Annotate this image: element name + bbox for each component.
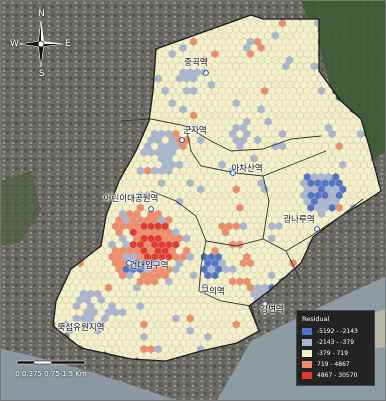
legend-item: -2143 - -379 xyxy=(302,337,369,348)
hex-cell xyxy=(161,357,170,361)
legend: Residual -5192 - -2143 -2143 - -379 -379… xyxy=(296,310,375,386)
legend-swatch xyxy=(302,361,312,368)
station-marker-icon xyxy=(203,70,209,76)
compass-icon xyxy=(18,20,64,68)
neighborhood-boundaries xyxy=(120,118,364,332)
scale-bar-label: 0 0.375 0.75 1.5 Km xyxy=(15,370,87,378)
station-marker-icon xyxy=(148,206,154,212)
station-markers xyxy=(126,70,320,307)
legend-swatch xyxy=(302,328,312,335)
compass-south-label: S xyxy=(39,69,45,79)
station-label-ttukseom-park: 뚝섬유원지역 xyxy=(57,322,105,333)
scale-bar: 0 0.375 0.75 1.5 Km xyxy=(15,358,87,378)
legend-title: Residual xyxy=(302,315,330,323)
scale-bar-graphic xyxy=(16,360,86,365)
legend-item: -5192 - -2143 xyxy=(302,326,369,337)
vegetation-area xyxy=(301,1,385,166)
boundary-line xyxy=(150,190,260,332)
station-marker-icon xyxy=(179,137,185,143)
study-area-hexbins xyxy=(53,15,381,361)
boundary-line xyxy=(262,175,270,240)
legend-item: 4867 - 30570 xyxy=(302,370,369,381)
station-label-junggok: 중곡역 xyxy=(184,57,208,68)
station-label-gangbyeon: 강변역 xyxy=(260,304,284,315)
legend-label: 719 - 4867 xyxy=(317,361,350,368)
station-label-gwangnaru: 광나루역 xyxy=(283,214,315,225)
compass-west-label: W xyxy=(10,39,19,49)
legend-item: -379 - 719 xyxy=(302,348,369,359)
station-marker-icon xyxy=(230,170,236,176)
compass-rose: N S W E xyxy=(10,9,71,79)
boundary-line xyxy=(185,125,327,177)
vegetation-area-2 xyxy=(1,171,41,246)
station-label-achasan: 아차산역 xyxy=(231,163,263,174)
legend-item: 719 - 4867 xyxy=(302,359,369,370)
legend-swatch xyxy=(302,372,312,379)
station-marker-icon xyxy=(314,226,320,232)
station-label-gunja: 군자역 xyxy=(183,125,207,136)
station-label-childrens-park: 어린이대공원역 xyxy=(103,193,159,204)
legend-label: -379 - 719 xyxy=(317,350,349,357)
legend-swatch xyxy=(302,339,312,346)
boundary-line xyxy=(120,118,322,152)
station-marker-icon xyxy=(202,284,208,290)
hex-cell xyxy=(154,357,162,361)
legend-swatch xyxy=(302,350,312,357)
legend-label: -2143 - -379 xyxy=(317,339,355,346)
boundary-line xyxy=(285,198,364,252)
legend-label: -5192 - -2143 xyxy=(317,328,358,335)
compass-east-label: E xyxy=(65,39,71,49)
station-marker-icon xyxy=(126,260,132,266)
station-label-guui: 구의역 xyxy=(201,286,225,297)
compass-north-label: N xyxy=(38,9,45,19)
station-marker-icon xyxy=(262,301,268,307)
station-label-konkuk-univ: 건대입구역 xyxy=(129,260,169,271)
legend-label: 4867 - 30570 xyxy=(317,372,358,379)
